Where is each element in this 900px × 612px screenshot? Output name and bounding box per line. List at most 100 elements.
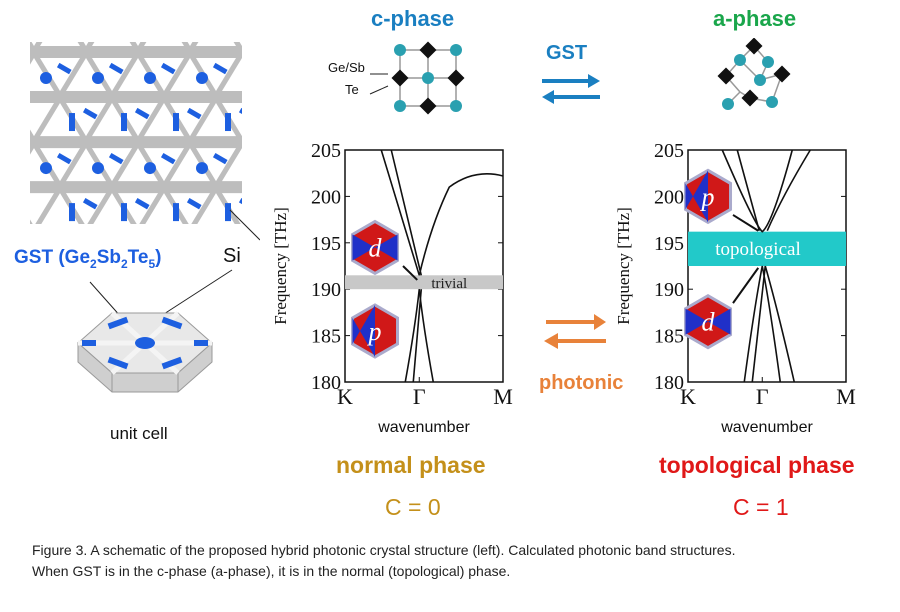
band-line (390, 149, 423, 276)
gst-rod (186, 107, 202, 120)
gst-rod (108, 62, 124, 75)
gst-rod (134, 198, 150, 210)
y-axis-label: Frequency [THz] (271, 207, 290, 325)
caption-line-1: Figure 3. A schematic of the proposed hy… (32, 542, 736, 558)
band-gap-label: topological (715, 239, 800, 260)
topological-chern-number: C = 1 (733, 494, 789, 520)
band-line (766, 149, 811, 232)
gst-rods (82, 316, 208, 370)
mode-hexagon-d: d (683, 293, 733, 350)
gst-disk (196, 72, 208, 84)
band-line (380, 149, 421, 276)
y-tick-label: 180 (654, 372, 684, 394)
gst-rod (56, 152, 72, 165)
ge-sb-label: Ge/Sb (328, 60, 365, 75)
y-tick-label: 190 (311, 279, 341, 301)
band-line (404, 289, 421, 383)
photonic-transition-arrows (544, 314, 606, 349)
band-line (736, 149, 761, 231)
mode-letter: p (367, 317, 382, 346)
gst-disk (92, 162, 104, 175)
a-phase-title: a-phase (713, 6, 797, 31)
caption-line-2: When GST is in the c-phase (a-phase), it… (32, 563, 511, 579)
mode-letter: d (369, 233, 383, 262)
mode-letter: p (700, 182, 715, 211)
c-phase-lattice (369, 41, 465, 115)
band-line (751, 265, 767, 383)
figure-caption: Figure 3. A schematic of the proposed hy… (32, 540, 882, 582)
gst-rod (212, 152, 228, 165)
gst-rod (173, 203, 179, 222)
y-axis-label: Frequency [THz] (614, 207, 633, 325)
plot-frame (344, 149, 504, 383)
gst-disk (92, 72, 104, 84)
topological-phase-title: topological phase (659, 452, 855, 478)
gst-rod (121, 203, 127, 222)
mode-hexagon-d: d (350, 219, 400, 276)
gst-rod (186, 198, 202, 210)
band-gap-label: trivial (431, 276, 467, 292)
c-phase-title: c-phase (371, 6, 455, 31)
x-tick-label: K (337, 384, 353, 409)
mode-hexagon-p: p (683, 168, 733, 225)
band-gap (345, 275, 503, 290)
normal-chern-number: C = 0 (385, 494, 441, 520)
band-line (418, 289, 435, 383)
gst-rod (225, 113, 231, 132)
gst-rod (173, 113, 179, 132)
y-tick-label: 205 (654, 140, 684, 162)
unit-cell-schematic (77, 209, 260, 393)
y-tick-label: 195 (654, 233, 684, 255)
photonic-crystal-lattice (30, 42, 242, 224)
mode-letter: d (702, 308, 716, 337)
mode-hexagon-p: p (350, 303, 400, 359)
band-line (743, 265, 782, 383)
band-gap (688, 231, 846, 266)
gst-disk (196, 162, 208, 175)
normal-phase-title: normal phase (336, 452, 486, 478)
x-tick-label: K (680, 384, 696, 409)
y-tick-label: 185 (311, 326, 341, 348)
a-phase-lattice (717, 38, 791, 110)
gst-disk (40, 72, 52, 84)
ge-sb-atoms (394, 44, 462, 112)
band-line (764, 265, 796, 383)
y-tick-label: 195 (311, 233, 341, 255)
gst-rod (225, 203, 231, 222)
band-line (412, 289, 423, 383)
photonic-label: photonic (539, 372, 624, 394)
x-tick-label: Γ (413, 384, 426, 409)
mode-arrow (402, 265, 418, 281)
y-tick-label: 200 (654, 186, 684, 208)
gst-rod (212, 62, 228, 75)
band-line (721, 149, 794, 233)
si-label: Si (223, 245, 241, 267)
gst-disk (144, 162, 156, 175)
y-tick-label: 180 (311, 372, 341, 394)
gst-rod (108, 152, 124, 165)
si-leader-line (229, 209, 260, 241)
gst-rod (56, 62, 72, 75)
gst-rod (69, 113, 75, 132)
y-tick-label: 185 (654, 326, 684, 348)
gst-leader-line (89, 281, 123, 319)
y-tick-label: 190 (654, 279, 684, 301)
gst-rod (82, 107, 98, 120)
gst-rod (160, 62, 176, 75)
x-tick-label: M (493, 384, 513, 409)
gst-rod (82, 198, 98, 210)
gst-material-label: GST (Ge2Sb2Te5) (14, 247, 162, 271)
gst-disk (144, 72, 156, 84)
gst-transition-arrows (542, 74, 600, 104)
gst-rod (69, 203, 75, 222)
x-axis-label: wavenumber (720, 419, 813, 435)
x-tick-label: Γ (756, 384, 769, 409)
gst-disk (40, 162, 52, 175)
gst-rod (134, 107, 150, 120)
gst-rod (160, 152, 176, 165)
mode-arrow (732, 214, 759, 232)
gst-rod (121, 113, 127, 132)
x-tick-label: M (836, 384, 856, 409)
